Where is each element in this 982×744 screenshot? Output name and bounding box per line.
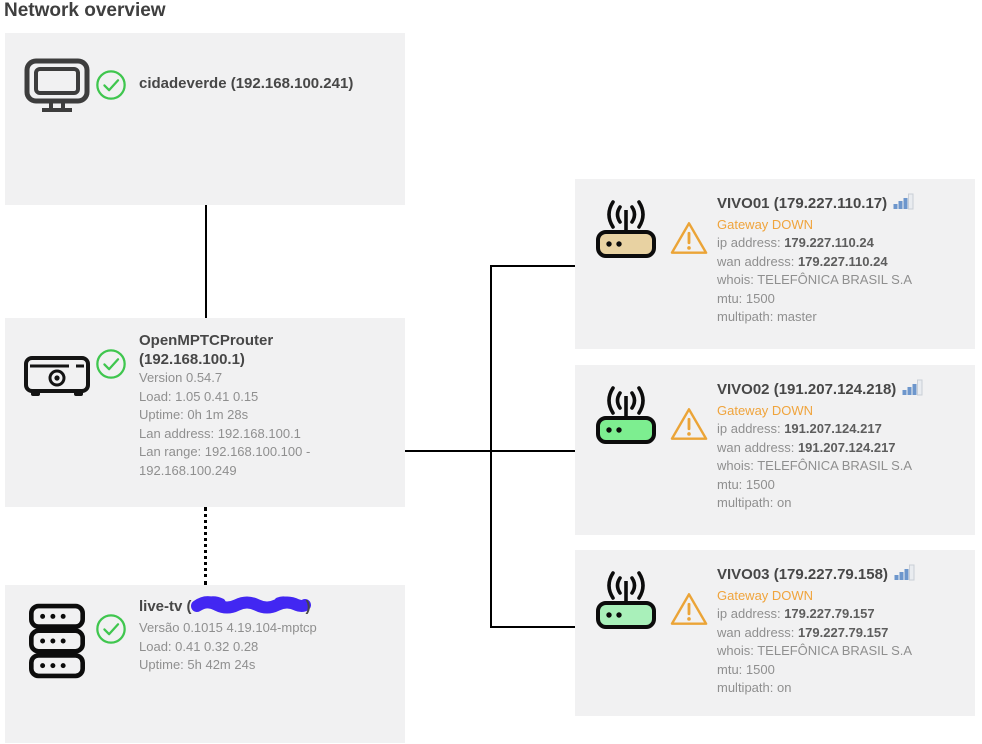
wan-ip-value: 191.207.124.217 <box>784 421 882 436</box>
page-title: Network overview <box>4 0 166 21</box>
wan-ip-line: ip address: 179.227.79.157 <box>717 605 961 624</box>
connector-router-server-dotted <box>204 507 207 585</box>
status-ok-icon <box>95 613 139 645</box>
wan-wan-line: wan address: 191.207.124.217 <box>717 439 961 458</box>
signal-bars-icon <box>902 379 923 401</box>
wan-ip-value: 179.227.110.24 <box>784 235 874 250</box>
wan-ip-value: 179.227.79.157 <box>784 606 875 621</box>
node-card-router: OpenMPTCProuter (192.168.100.1) Version … <box>5 318 405 507</box>
server-version: Versão 0.1015 4.19.104-mptcp <box>139 620 317 635</box>
connector-client-router <box>205 203 207 318</box>
connector-wan-vertical-trunk <box>490 265 492 628</box>
wan-wan-value: 179.227.110.24 <box>797 253 888 269</box>
server-load: Load: 0.41 0.32 0.28 <box>139 638 259 654</box>
monitor-icon <box>19 58 95 114</box>
status-ok-icon <box>95 69 139 101</box>
wifi-router-icon <box>583 195 669 259</box>
wan-status: Gateway DOWN <box>717 217 814 232</box>
connector-branch-wan2 <box>490 450 575 452</box>
wan-wan-line: wan address: 179.227.79.157 <box>717 624 961 643</box>
wan-title: VIVO03 (179.227.79.158) <box>717 565 888 583</box>
wan-ip-label: ip address: <box>717 606 785 621</box>
wan-status: Gateway DOWN <box>717 588 814 603</box>
wan-multipath: multipath: on <box>717 495 792 510</box>
wan-multipath: multipath: on <box>717 680 792 695</box>
wan-mtu: mtu: 1500 <box>717 290 775 306</box>
wan-card-vivo02: VIVO02 (191.207.124.218) Gateway DOWN ip… <box>575 365 975 535</box>
server-title: live-tv () <box>139 596 391 619</box>
wan-ip-line: ip address: 179.227.110.24 <box>717 234 961 253</box>
signal-bars-icon <box>893 193 914 215</box>
server-title-prefix: live-tv ( <box>139 598 192 615</box>
wan-ip-line: ip address: 191.207.124.217 <box>717 420 961 439</box>
wan-mtu: mtu: 1500 <box>717 661 775 677</box>
wan-wan-line: wan address: 179.227.110.24 <box>717 253 961 272</box>
wan-card-vivo01: VIVO01 (179.227.110.17) Gateway DOWN ip … <box>575 179 975 349</box>
wan-wan-value: 191.207.124.217 <box>797 439 896 455</box>
redacted-ip-scribble <box>190 596 312 619</box>
wan-wan-value: 179.227.79.157 <box>797 624 889 640</box>
router-uptime: Uptime: 0h 1m 28s <box>139 407 249 422</box>
wan-title: VIVO01 (179.227.110.17) <box>717 194 888 212</box>
wan-mtu: mtu: 1500 <box>717 476 775 492</box>
router-title-line1: OpenMPTCProuter <box>139 332 274 349</box>
node-card-server: live-tv () Versão 0.1015 4.19.104-mptcp … <box>5 585 405 743</box>
wan-ip-label: ip address: <box>717 421 785 436</box>
warning-triangle-icon <box>669 591 717 632</box>
connector-branch-wan3 <box>490 626 575 628</box>
router-lan-address: Lan address: 192.168.100.1 <box>139 425 301 441</box>
warning-triangle-icon <box>669 406 717 447</box>
modem-icon <box>19 354 95 400</box>
signal-bars-icon <box>894 564 915 586</box>
wifi-router-icon <box>583 381 669 445</box>
router-load: Load: 1.05 0.41 0.15 <box>139 388 259 404</box>
status-ok-icon <box>95 348 139 380</box>
wan-wan-label: wan address: <box>717 624 798 640</box>
wan-whois: whois: TELEFÔNICA BRASIL S.A <box>717 458 913 473</box>
router-lan-range: Lan range: 192.168.100.100 - 192.168.100… <box>139 444 311 478</box>
wan-multipath: multipath: master <box>717 309 817 324</box>
wifi-router-icon <box>583 566 669 630</box>
server-title-suffix: ) <box>305 598 311 615</box>
wan-whois: whois: TELEFÔNICA BRASIL S.A <box>717 643 913 658</box>
wan-wan-label: wan address: <box>717 253 798 269</box>
warning-triangle-icon <box>669 220 717 261</box>
client-title: cidadeverde (192.168.100.241) <box>139 75 354 92</box>
router-version: Version 0.54.7 <box>139 370 223 385</box>
wan-status: Gateway DOWN <box>717 403 814 418</box>
connector-router-wan-trunk <box>405 450 491 452</box>
wan-card-vivo03: VIVO03 (179.227.79.158) Gateway DOWN ip … <box>575 550 975 716</box>
node-card-client: cidadeverde (192.168.100.241) <box>5 33 405 205</box>
connector-branch-wan1 <box>490 265 575 267</box>
wan-whois: whois: TELEFÔNICA BRASIL S.A <box>717 272 913 287</box>
wan-wan-label: wan address: <box>717 439 798 455</box>
server-uptime: Uptime: 5h 42m 24s <box>139 657 256 672</box>
server-stack-icon <box>19 603 95 679</box>
router-title-line2: (192.168.100.1) <box>139 351 245 368</box>
wan-title: VIVO02 (191.207.124.218) <box>717 380 897 398</box>
wan-ip-label: ip address: <box>717 235 785 250</box>
